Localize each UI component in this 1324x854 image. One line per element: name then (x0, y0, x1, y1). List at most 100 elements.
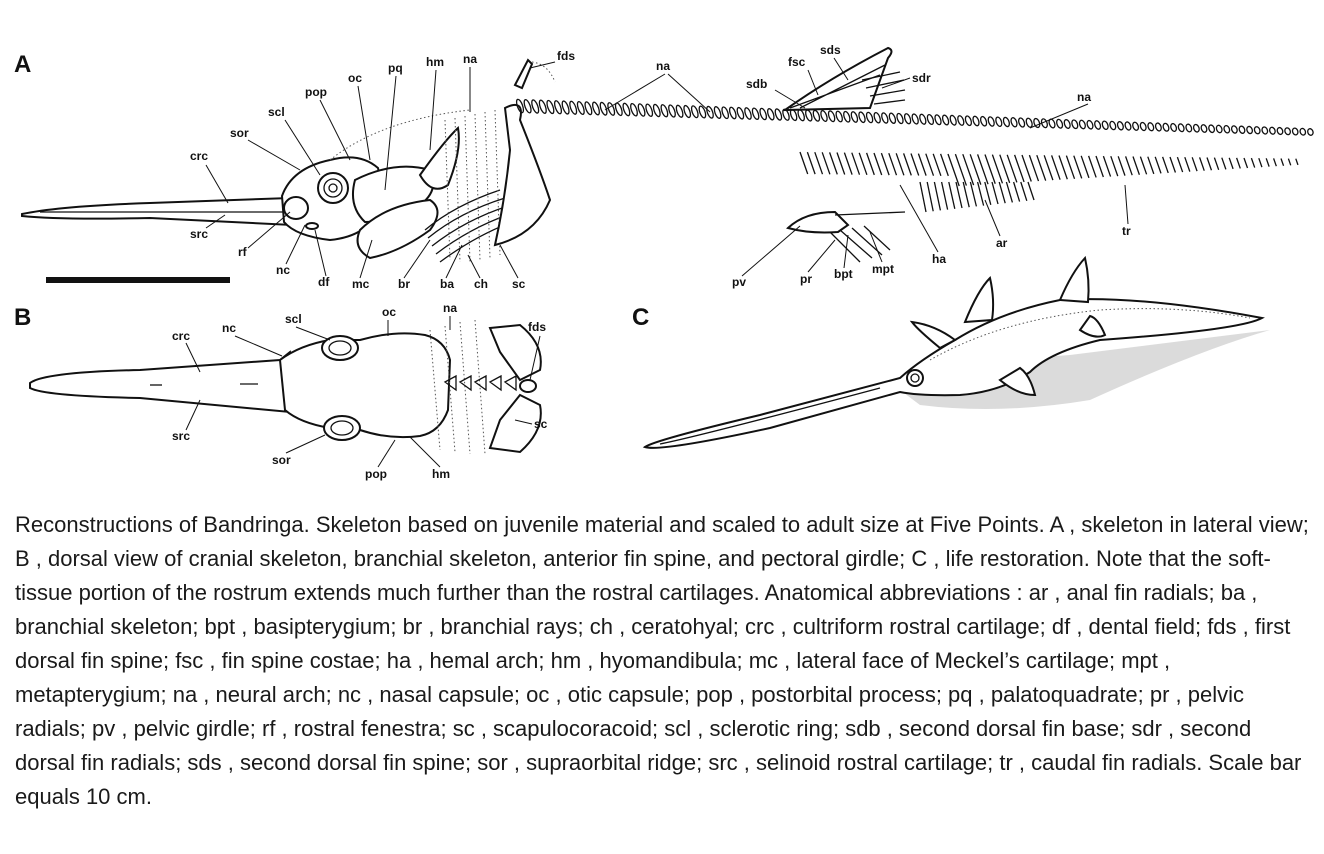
label-a-pv: pv (732, 275, 746, 289)
anal-fin-radial (948, 181, 956, 209)
anal-fin-radial (919, 181, 927, 213)
caudal-radial (888, 152, 898, 176)
neural-arch-segment (736, 106, 745, 120)
neural-arch-segment (805, 109, 813, 122)
label-a-fds: fds (557, 49, 575, 63)
caudal-radial (1272, 158, 1277, 167)
neural-arch-segment (713, 106, 722, 119)
caudal-radial (1110, 155, 1119, 177)
caudal-radial (873, 152, 883, 176)
label-a-ar: ar (996, 236, 1008, 250)
caudal-radial (1087, 155, 1097, 178)
label-a-br: br (398, 277, 410, 291)
neural-arch-segment (1078, 119, 1086, 130)
neural-arch-segment (614, 102, 623, 117)
caudal-radial (1117, 156, 1126, 176)
neural-arch-segment (1147, 122, 1155, 132)
anal-fin-radial (1020, 181, 1028, 201)
neural-arch-segment (774, 108, 783, 121)
neural-arch-segment (576, 100, 585, 116)
neural-arch-segment (1238, 125, 1246, 134)
caudal-radial (1243, 157, 1249, 169)
label-a-na-tail: na (1077, 90, 1091, 104)
anal-fin-radial (933, 181, 942, 211)
label-a-df: df (318, 275, 330, 289)
label-a-ch: ch (474, 277, 488, 291)
neural-arch-segment (1215, 124, 1223, 134)
neural-arch-segment (1299, 127, 1307, 136)
caudal-radial (976, 154, 989, 185)
anal-fin-radial (991, 181, 999, 205)
neural-arch-segment (873, 111, 881, 124)
anal-fin-radial (1005, 181, 1014, 203)
label-a-pop: pop (305, 85, 327, 99)
caudal-radial (1139, 156, 1148, 175)
caudal-radial (1124, 156, 1133, 176)
caudal-radial (806, 151, 816, 175)
neural-arch-segment (675, 104, 684, 118)
neural-arch-segment (782, 108, 790, 121)
neural-arch-segment (1056, 118, 1064, 129)
label-a-na: na (463, 52, 477, 66)
neural-arch-segment (683, 104, 692, 119)
neural-arch-segment (637, 103, 646, 117)
label-b-sc: sc (534, 417, 548, 431)
neural-arch-segment (979, 115, 988, 127)
neural-arch-segment (1276, 126, 1284, 136)
neural-arch-segment (1116, 121, 1124, 131)
label-a-sc: sc (512, 277, 526, 291)
neural-arch-segment (850, 111, 859, 123)
neural-arch-segment (888, 112, 897, 124)
figure-illustration: A B C (14, 43, 1314, 481)
neural-arch-segment (1177, 123, 1185, 133)
neural-arch-segment (1291, 127, 1299, 136)
caudal-radial (821, 152, 831, 175)
neural-arch-segment (599, 101, 608, 116)
label-b-fds: fds (528, 320, 546, 334)
panel-label-c: C (632, 304, 649, 331)
label-a-oc: oc (348, 71, 362, 85)
panel-b-labels: crc nc scl oc na fds src sor pop hm sc (172, 301, 548, 481)
label-a-mc: mc (352, 277, 370, 291)
neural-arch-segment (1261, 126, 1269, 135)
caudal-radial (1213, 157, 1220, 171)
caudal-radial (991, 154, 1004, 184)
caudal-radial (1132, 156, 1141, 175)
caudal-radial (1184, 156, 1191, 172)
caudal-radial (843, 152, 853, 175)
label-a-mpt: mpt (872, 262, 894, 276)
caudal-radial (1265, 158, 1270, 167)
caudal-radial (1036, 154, 1047, 181)
caudal-radial (1058, 155, 1068, 180)
neural-arch-segment (1269, 126, 1276, 135)
neural-arch-segment (827, 110, 836, 123)
neural-arch-segment (957, 115, 965, 126)
label-a-ha: ha (932, 252, 946, 266)
label-a-sdb: sdb (746, 77, 767, 91)
anal-fin-radial (926, 181, 934, 212)
panel-b-skeleton (29, 319, 542, 455)
caudal-radial (1095, 155, 1104, 178)
panel-a-skeleton (21, 46, 1314, 283)
neural-arch-segment (721, 106, 730, 120)
neural-arch-segment (858, 111, 866, 124)
caudal-radial (1065, 155, 1076, 180)
neural-arch-segment (934, 114, 942, 126)
anal-fin-radial (976, 181, 985, 206)
neural-arch-segment (728, 106, 737, 120)
neural-arch-segment (1253, 126, 1261, 135)
neural-arch-segment (941, 114, 950, 126)
caudal-radial (1169, 156, 1177, 173)
neural-arch-segment (865, 111, 874, 124)
anal-fin-radial (998, 181, 1006, 204)
label-b-na: na (443, 301, 457, 315)
label-a-hm: hm (426, 55, 444, 69)
neural-arch-segment (843, 110, 851, 123)
neural-arch-segment (1192, 123, 1200, 133)
caudal-radial (1161, 156, 1169, 174)
neural-arch-segment (531, 99, 540, 114)
label-a-scl: scl (268, 105, 285, 119)
neural-arch-segment (1132, 121, 1140, 131)
neural-arch-segment (622, 102, 631, 117)
label-b-src: src (172, 429, 190, 443)
